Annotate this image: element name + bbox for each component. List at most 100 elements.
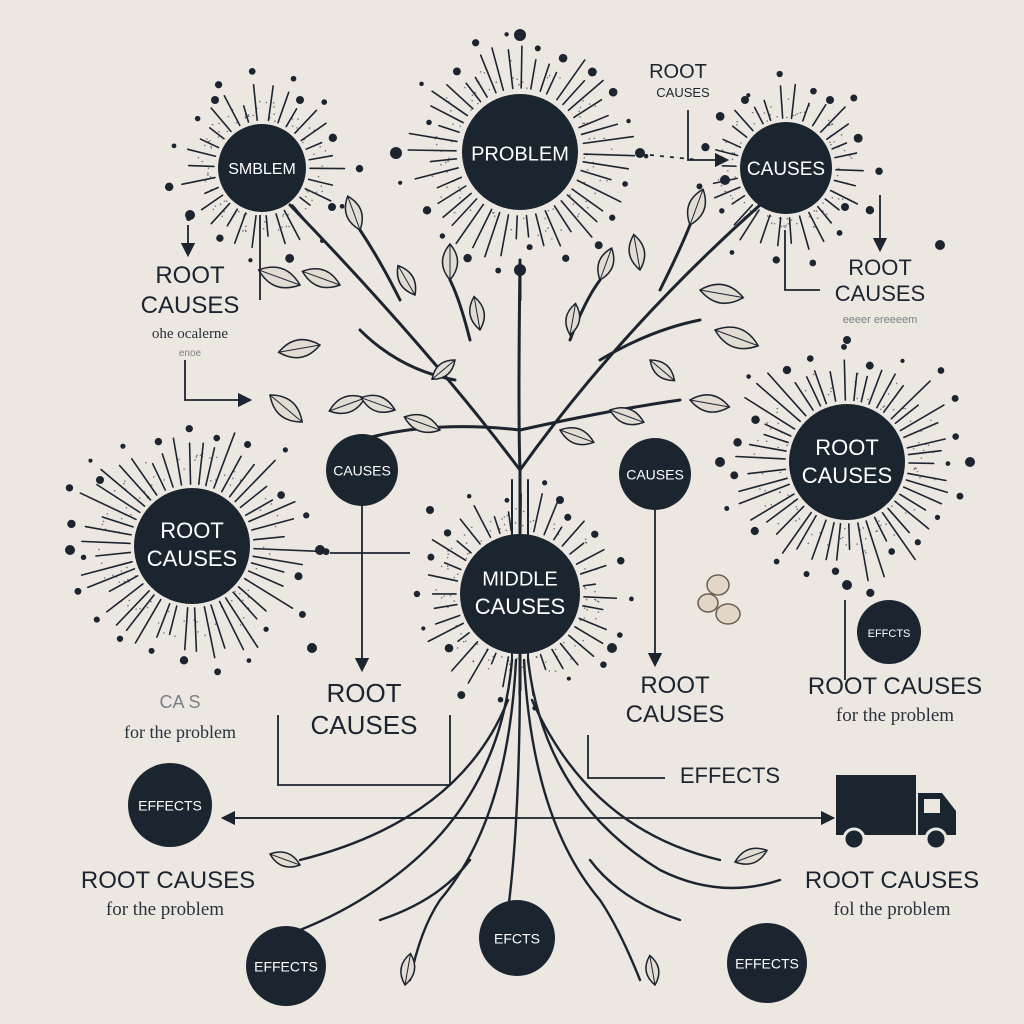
node-causes-mid-right-label: CAUSES [626,467,684,483]
leaf-20 [565,302,581,337]
leaf-16 [688,394,731,413]
nut-icon [697,574,741,625]
root-7 [530,698,722,862]
dot-10 [826,96,834,104]
node-problem[interactable]: PROBLEM [462,94,578,210]
leaf-9 [396,264,417,297]
root-6 [298,698,510,862]
dot-12 [841,203,849,211]
dot-21 [715,457,725,467]
dot-18 [96,476,104,484]
node-root-causes-right[interactable]: ROOT CAUSES [789,404,905,520]
node-root-causes-right-label-2: CAUSES [802,463,892,488]
loose-dots [65,29,975,653]
label-left-root: ROOT [155,262,225,289]
node-effects-bottom-left[interactable]: EFFECTS [246,926,326,1006]
leaf-6 [360,394,397,413]
label-left-faded: CA S [159,692,200,712]
burst-root-causes-left [65,425,330,676]
branch-left-twig [358,228,402,302]
leaf-19 [628,233,646,272]
node-causes-top-right[interactable]: CAUSES [740,122,832,214]
connector-left-elbow [184,360,253,408]
connector-top-right-dash [649,154,701,161]
branch-right-low [518,398,682,432]
node-root-causes-left-label-2: CAUSES [147,546,237,571]
dot-11 [720,175,730,185]
node-middle-causes[interactable]: MIDDLE CAUSES [460,534,580,654]
node-effects-left[interactable]: EFFECTS [128,763,212,847]
branch-right-twig [658,223,692,292]
root-9 [588,858,682,922]
dot-16 [607,643,617,653]
branch-right-mid [598,318,702,362]
node-effects-right-small-label: EFFCTS [868,628,911,640]
burst-problem [394,32,649,274]
connector-left-bracket [277,715,451,786]
burst-causes-top-right [696,70,883,267]
node-effects-right-small[interactable]: EFFCTS [857,600,921,664]
label-bottom-left-for-problem: for the problem [106,899,224,920]
dot-9 [741,96,749,104]
connector-top-right-bracket [687,110,730,168]
node-middle-causes-label-1: MIDDLE [482,568,558,590]
branch-left-main [288,203,522,472]
leaf-17 [608,407,645,426]
node-problem-label: PROBLEM [471,143,569,165]
node-causes-mid-left-label: CAUSES [333,463,391,479]
dot-3 [390,147,402,159]
leaf-3 [257,266,302,289]
leaf-24 [645,954,660,987]
dot-17 [935,240,945,250]
label-left-sub2: enoe [179,348,202,359]
leaf-12 [269,394,304,423]
node-symblem[interactable]: SMBLEM [218,124,306,212]
burst-root-causes-right [724,343,964,597]
leaf-15 [713,326,760,350]
node-root-causes-right-label-1: ROOT [815,435,879,460]
truck-icon [836,775,956,851]
node-effects-bottom-left-label: EFFECTS [254,959,318,975]
leaf-18 [597,246,615,282]
dot-5 [211,96,219,104]
leaf-7 [403,413,442,434]
label-top-causes: CAUSES [656,85,710,100]
node-effects-left-label: EFFECTS [138,798,202,814]
node-causes-mid-right[interactable]: CAUSES [619,438,691,510]
node-effects-bottom-right[interactable]: EFFECTS [727,923,807,1003]
root-8 [378,858,472,922]
node-effects-bottom-center[interactable]: EFCTS [479,900,555,976]
label-right-root: ROOT [848,255,912,280]
node-causes-top-right-label: CAUSES [747,159,825,180]
branch-left-sm [448,278,472,342]
label-bottom-right-for-problem: fol the problem [833,899,950,920]
label-top-root: ROOT [649,61,707,83]
label-right-sub: eeeer ereeeem [843,314,918,326]
root-4 [522,658,642,982]
node-root-causes-left-label-1: ROOT [160,518,224,543]
burst-symblem [164,67,364,263]
dot-15 [426,506,434,514]
node-middle-causes-label-2: CAUSES [475,594,565,619]
leaf-2 [301,268,342,289]
label-bottom-left-root-causes: ROOT CAUSES [81,867,255,894]
label-left-for-problem: for the problem [124,722,236,742]
leaf-5 [328,394,367,415]
root-1 [298,658,514,932]
leaf-14 [698,283,745,305]
root-5 [526,658,782,890]
radial-bursts [65,32,964,711]
connector-right-elbow [784,230,820,291]
label-left-causes: CAUSES [141,292,240,319]
node-effects-bottom-right-label: EFFECTS [735,956,799,972]
node-root-causes-left[interactable]: ROOT CAUSES [134,488,250,604]
node-causes-mid-left[interactable]: CAUSES [326,434,398,506]
dot-13 [307,643,317,653]
dot-8 [328,203,336,211]
leaf-10 [468,295,486,332]
label-center-left-root: ROOT [326,678,401,708]
node-symblem-label: SMBLEM [228,161,296,178]
node-effects-bottom-center-label: EFCTS [494,931,540,947]
leaf-4 [277,338,322,359]
